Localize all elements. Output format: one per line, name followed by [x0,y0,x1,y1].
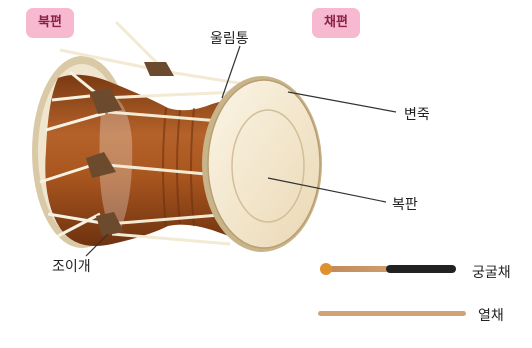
leader-lines [85,45,397,257]
label-tension-wedges: 조이개 [52,259,91,275]
tension-wedges [86,62,174,236]
right-side-tag: 채편 [312,8,360,38]
thin-stick [318,311,466,316]
waist-rings [162,107,195,227]
label-resonator: 울림통 [210,31,249,47]
round-head-stick [320,263,456,275]
body-highlight [99,92,133,236]
right-drumhead [202,76,322,252]
label-drumhead-center: 복판 [392,197,418,213]
label-rim: 변죽 [404,107,430,123]
label-round-head-stick: 궁굴채 [472,265,511,281]
label-thin-stick: 열채 [478,308,504,324]
left-side-tag: 북편 [26,8,74,38]
